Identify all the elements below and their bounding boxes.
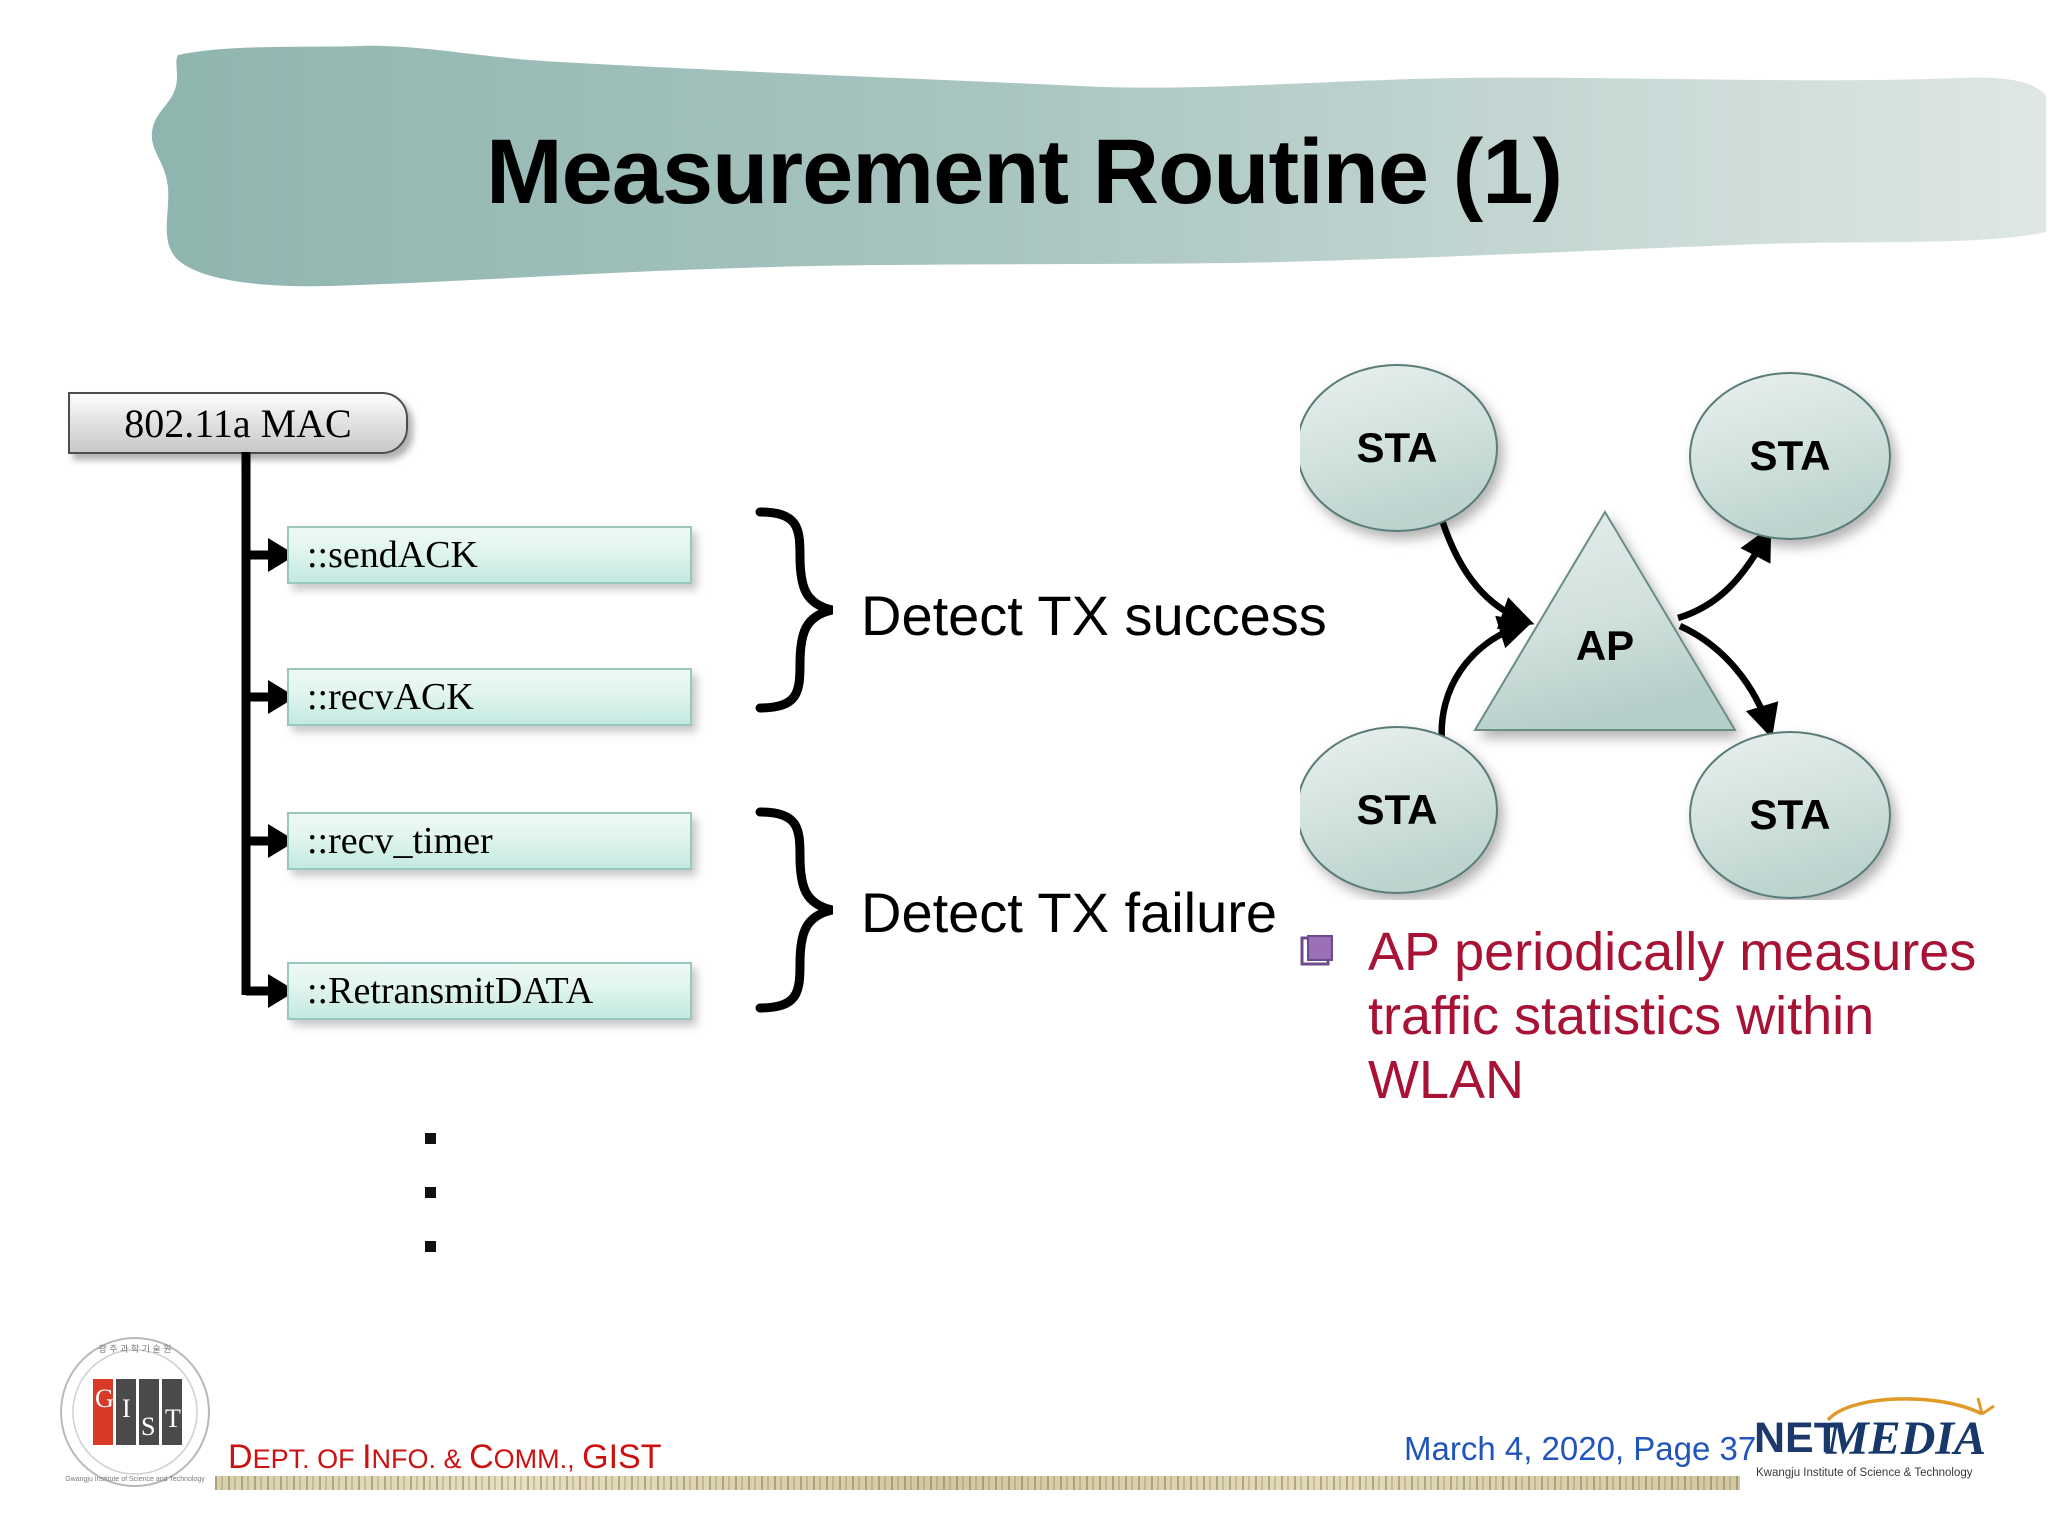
dept-part8: ., [559, 1444, 583, 1474]
wlan-topology-diagram: AP STA STA STA STA [1300, 364, 1891, 899]
dept-part1: EPT [252, 1444, 303, 1474]
sta-node-top-left [1300, 364, 1498, 532]
dept-part7: OMM [493, 1444, 560, 1474]
banner-brush-shape [151, 45, 2046, 287]
svg-text:Gwangju Institute of Science a: Gwangju Institute of Science and Technol… [65, 1476, 205, 1483]
brace-label-detect-tx-failure: Detect TX failure [861, 881, 1278, 944]
method-node-recv-timer: ::recv_timer [287, 812, 692, 870]
ap-node-label: AP [1576, 622, 1634, 669]
class-node-802-11a-mac: 802.11a MAC [68, 392, 408, 454]
svg-text:T: T [165, 1404, 181, 1433]
sta-node-top-right [1689, 372, 1891, 540]
sta-node-label-bottom-right: STA [1750, 791, 1831, 838]
method-node-retransmitdata: ::RetransmitDATA [287, 962, 692, 1020]
dept-part2: . OF [302, 1444, 363, 1474]
grouping-braces [755, 507, 834, 1013]
link-ap-to-sta-br [1678, 623, 1779, 739]
sta-node-label-bottom-left: STA [1357, 786, 1438, 833]
link-sta-tl-to-ap [1438, 518, 1535, 630]
dept-cap-c: C [469, 1438, 494, 1476]
sta-node-bottom-right [1689, 731, 1891, 899]
footer-divider-rule [215, 1476, 1740, 1490]
square-in-square-icon [1300, 935, 1333, 966]
note-text: AP periodically measures traffic statist… [1368, 922, 1977, 1110]
method-node-label: ::recvACK [307, 676, 474, 718]
svg-text:G: G [95, 1384, 114, 1413]
ellipsis-dot [425, 1133, 436, 1144]
link-sta-bl-to-ap [1438, 615, 1533, 743]
sta-node-bottom-left [1300, 726, 1498, 894]
svg-text:광 주 과 학 기 술 원: 광 주 과 학 기 술 원 [99, 1343, 172, 1354]
sta-node-label-top-left: STA [1357, 424, 1438, 471]
netmedia-logo-tagline: Kwangju Institute of Science & Technolog… [1756, 1467, 1973, 1479]
dept-part9: GIST [582, 1438, 662, 1476]
ap-node [1473, 510, 1737, 731]
method-node-label: ::sendACK [307, 534, 478, 576]
brace-label-detect-tx-success: Detect TX success [861, 584, 1327, 647]
footer-department: DEPT. OF INFO. & COMM., GIST [228, 1438, 661, 1477]
ellipsis-dot [425, 1187, 436, 1198]
page-title: Measurement Routine (1) [485, 121, 1563, 223]
method-node-recvack: ::recvACK [287, 668, 692, 726]
dept-part5: . & [428, 1444, 470, 1474]
netmedia-logo-primary: NET [1754, 1414, 1840, 1462]
method-node-sendack: ::sendACK [287, 526, 692, 584]
svg-text:S: S [141, 1412, 155, 1441]
dept-cap-d: D [228, 1438, 253, 1476]
method-node-label: ::recv_timer [307, 820, 493, 862]
method-node-label: ::RetransmitDATA [307, 970, 594, 1012]
gist-seal-logo: 광 주 과 학 기 술 원 Gwangju Institute of Scien… [60, 1337, 210, 1487]
class-tree-connectors [241, 452, 296, 1008]
footer-date-page: March 4, 2020, Page 37 [1404, 1430, 1757, 1467]
link-ap-to-sta-tr [1677, 526, 1772, 622]
class-node-label: 802.11a MAC [124, 400, 352, 446]
ellipsis-dot [425, 1241, 436, 1252]
netmedia-logo-secondary: MEDIA [1825, 1412, 1986, 1465]
dept-cap-i: I [362, 1438, 372, 1476]
svg-text:I: I [122, 1394, 131, 1423]
netmedia-logo: NET MEDIA Kwangju Institute of Science &… [1754, 1397, 1995, 1479]
title-banner: Measurement Routine (1) [0, 0, 2048, 300]
sta-node-label-top-right: STA [1750, 432, 1831, 479]
dept-part4: NFO [371, 1444, 429, 1474]
